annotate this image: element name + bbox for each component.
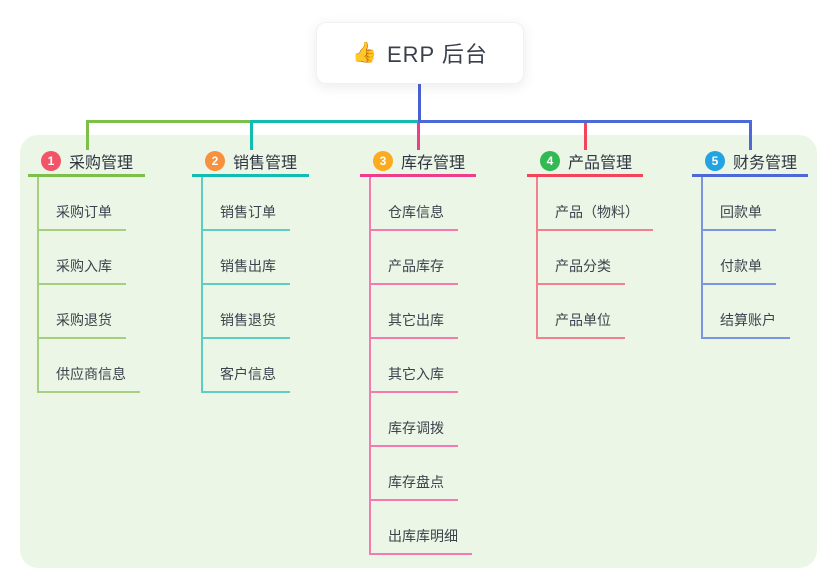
branches-panel xyxy=(20,135,817,568)
child-node[interactable]: 出库库明细 xyxy=(369,501,472,555)
branch-node[interactable]: 5 财务管理 xyxy=(692,148,808,177)
child-node[interactable]: 产品（物料） xyxy=(536,177,653,231)
child-node[interactable]: 结算账户 xyxy=(701,285,790,339)
child-node[interactable]: 采购退货 xyxy=(37,285,126,339)
child-node[interactable]: 采购订单 xyxy=(37,177,126,231)
branch-2: 2 销售管理销售订单销售出库销售退货客户信息 xyxy=(192,148,362,393)
connector-line xyxy=(584,120,587,150)
branch-children: 销售订单销售出库销售退货客户信息 xyxy=(201,177,290,393)
branch-children: 采购订单采购入库采购退货供应商信息 xyxy=(37,177,140,393)
connector-line xyxy=(86,120,250,123)
child-node[interactable]: 产品分类 xyxy=(536,231,625,285)
connector-line xyxy=(86,120,89,150)
branch-number-badge: 4 xyxy=(540,151,560,171)
connector-line xyxy=(250,120,418,123)
branch-node[interactable]: 3 库存管理 xyxy=(360,148,476,177)
child-node[interactable]: 产品单位 xyxy=(536,285,625,339)
connector-line xyxy=(749,120,752,150)
child-node[interactable]: 付款单 xyxy=(701,231,776,285)
branch-3: 3 库存管理仓库信息产品库存其它出库其它入库库存调拨库存盘点出库库明细 xyxy=(360,148,530,555)
branch-5: 5 财务管理回款单付款单结算账户 xyxy=(692,148,839,339)
branch-trunk-line xyxy=(37,177,39,393)
branch-label: 库存管理 xyxy=(401,155,466,172)
root-title: ERP 后台 xyxy=(386,42,488,67)
connector-line xyxy=(250,120,253,150)
child-node[interactable]: 库存盘点 xyxy=(369,447,458,501)
branch-children: 产品（物料）产品分类产品单位 xyxy=(536,177,653,339)
branch-number-badge: 1 xyxy=(41,151,61,171)
connector-line xyxy=(418,82,421,120)
child-node[interactable]: 库存调拨 xyxy=(369,393,458,447)
child-node[interactable]: 销售订单 xyxy=(201,177,290,231)
branch-node[interactable]: 2 销售管理 xyxy=(192,148,309,177)
branch-trunk-line xyxy=(369,177,371,555)
branch-4: 4 产品管理产品（物料）产品分类产品单位 xyxy=(527,148,697,339)
child-node[interactable]: 其它出库 xyxy=(369,285,458,339)
branch-children: 回款单付款单结算账户 xyxy=(701,177,790,339)
child-node[interactable]: 产品库存 xyxy=(369,231,458,285)
branch-1: 1 采购管理采购订单采购入库采购退货供应商信息 xyxy=(28,148,198,393)
thumbs-up-icon: 👍 xyxy=(352,42,377,64)
connector-line xyxy=(418,120,752,123)
branch-children: 仓库信息产品库存其它出库其它入库库存调拨库存盘点出库库明细 xyxy=(369,177,472,555)
branch-number-badge: 2 xyxy=(205,151,225,171)
branch-trunk-line xyxy=(201,177,203,393)
child-node[interactable]: 采购入库 xyxy=(37,231,126,285)
connector-line xyxy=(417,120,420,150)
child-node[interactable]: 销售出库 xyxy=(201,231,290,285)
branch-number-badge: 5 xyxy=(705,151,725,171)
child-node[interactable]: 客户信息 xyxy=(201,339,290,393)
branch-node[interactable]: 4 产品管理 xyxy=(527,148,643,177)
branch-label: 采购管理 xyxy=(69,155,134,172)
root-node[interactable]: 👍 ERP 后台 xyxy=(316,22,524,84)
branch-node[interactable]: 1 采购管理 xyxy=(28,148,145,177)
branch-label: 销售管理 xyxy=(233,155,298,172)
child-node[interactable]: 销售退货 xyxy=(201,285,290,339)
child-node[interactable]: 回款单 xyxy=(701,177,776,231)
branch-trunk-line xyxy=(536,177,538,339)
child-node[interactable]: 仓库信息 xyxy=(369,177,458,231)
branch-label: 产品管理 xyxy=(568,155,633,172)
branch-number-badge: 3 xyxy=(373,151,393,171)
child-node[interactable]: 其它入库 xyxy=(369,339,458,393)
branch-label: 财务管理 xyxy=(733,155,798,172)
child-node[interactable]: 供应商信息 xyxy=(37,339,140,393)
branch-trunk-line xyxy=(701,177,703,339)
